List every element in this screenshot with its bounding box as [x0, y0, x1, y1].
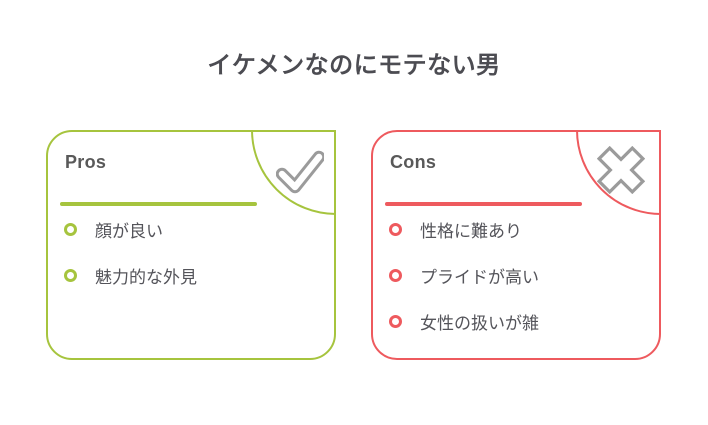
pros-card: Pros 顔が良い 魅力的な外見: [46, 130, 336, 360]
list-item: 女性の扱いが雑: [389, 309, 659, 333]
bullet-circle-icon: [389, 314, 402, 328]
page-title: イケメンなのにモテない男: [207, 52, 501, 79]
list-item-label: 魅力的な外見: [95, 267, 197, 287]
pros-list: 顔が良い 魅力的な外見: [48, 217, 334, 287]
list-item-label: 女性の扱いが雑: [420, 313, 539, 333]
list-item: 顔が良い: [64, 217, 334, 241]
cross-icon: [597, 146, 645, 194]
pros-heading: Pros: [65, 152, 107, 172]
cons-list: 性格に難あり プライドが高い 女性の扱いが雑: [373, 217, 659, 333]
list-item-label: 顔が良い: [95, 221, 163, 241]
pros-divider: [60, 202, 257, 206]
bullet-circle-icon: [64, 222, 77, 236]
list-item-label: 性格に難あり: [420, 221, 522, 241]
list-item: 魅力的な外見: [64, 263, 334, 287]
cons-divider: [385, 202, 582, 206]
check-icon: [276, 150, 324, 194]
cons-heading: Cons: [390, 152, 437, 172]
bullet-circle-icon: [64, 268, 77, 282]
bullet-circle-icon: [389, 222, 402, 236]
cons-card: Cons 性格に難あり プライドが高い 女性の扱いが雑: [371, 130, 661, 360]
list-item-label: プライドが高い: [420, 267, 539, 287]
list-item: 性格に難あり: [389, 217, 659, 241]
list-item: プライドが高い: [389, 263, 659, 287]
bullet-circle-icon: [389, 268, 402, 282]
